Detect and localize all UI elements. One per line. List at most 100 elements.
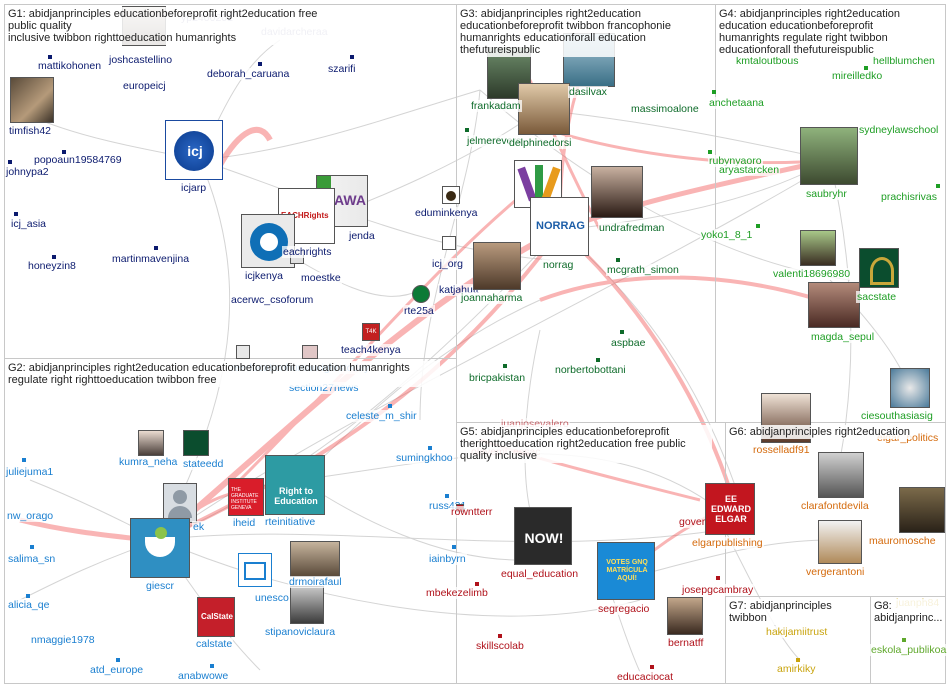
node-equal-education[interactable]: equal_education (500, 568, 580, 580)
node-segregacio[interactable]: segregacio (597, 603, 651, 615)
node-anchetaana[interactable]: anchetaana (708, 97, 765, 109)
avatar-unesco[interactable] (238, 553, 272, 587)
node-iheid[interactable]: iheid (232, 517, 257, 529)
avatar-kumra-neha[interactable] (138, 430, 164, 456)
avatar-bernatff[interactable] (667, 597, 703, 635)
avatar-valenti[interactable] (800, 230, 836, 266)
avatar-icjarp[interactable]: icj (165, 120, 223, 180)
node-elgarpublishing[interactable]: elgarpublishing (691, 537, 764, 549)
node-icjkenya[interactable]: icjkenya (244, 270, 284, 282)
node-salima-sn[interactable]: salima_sn (7, 553, 57, 565)
avatar-magda-sepul[interactable] (808, 282, 860, 328)
node-eduminkenya[interactable]: eduminkenya (414, 207, 479, 219)
node-rteinitiative[interactable]: rteinitiative (264, 516, 317, 528)
node-icj-asia[interactable]: icj_asia (10, 218, 48, 230)
avatar-stateedd[interactable] (183, 430, 209, 456)
node-mireilledko[interactable]: mireilledko (831, 70, 884, 82)
avatar-delphinedorsi[interactable] (518, 83, 570, 135)
avatar-rteinitiative[interactable]: Right to Education (265, 455, 325, 515)
node-mattikohonen[interactable]: mattikohonen (37, 60, 103, 72)
node-teach4kenya[interactable]: teach4kenya (340, 344, 402, 356)
node-alicia-qe[interactable]: alicia_qe (7, 599, 51, 611)
node-joannaharma[interactable]: joannaharma (460, 292, 524, 304)
node-bricpakistan[interactable]: bricpakistan (468, 372, 527, 384)
node-stipanoviclaura[interactable]: stipanoviclaura (264, 626, 337, 638)
node-jenda[interactable]: jenda (348, 230, 376, 242)
node-popoaun19584769[interactable]: popoaun19584769 (33, 154, 123, 166)
node-massimoalone[interactable]: massimoalone (630, 103, 700, 115)
node-celeste-m-shir[interactable]: celeste_m_shir (345, 410, 418, 422)
node-atd-europe[interactable]: atd_europe (89, 664, 145, 676)
node-johnypa2[interactable]: johnypa2 (5, 166, 50, 178)
node-magda-sepul[interactable]: magda_sepul (810, 331, 876, 343)
node-eskola-publikoa[interactable]: eskola_publikoa (870, 644, 948, 656)
node-valenti18696980[interactable]: valenti18696980 (772, 268, 852, 280)
node-nmaggie1978[interactable]: nmaggie1978 (30, 634, 96, 646)
avatar-timfish42[interactable] (10, 77, 54, 123)
node-rowntterr[interactable]: rowntterr (450, 506, 494, 518)
avatar-section27news[interactable] (302, 345, 318, 359)
node-undrafredman[interactable]: undrafredman (598, 222, 666, 234)
node-unesco[interactable]: unesco (254, 592, 290, 604)
node-moestke[interactable]: moestke (300, 272, 342, 284)
node-vergerantoni[interactable]: vergerantoni (805, 566, 866, 578)
node-icjarp[interactable]: icjarp (180, 182, 208, 194)
node-bernatff[interactable]: bernatff (667, 637, 705, 649)
node-iainbyrn[interactable]: iainbyrn (428, 553, 467, 565)
node-giescr[interactable]: giescr (145, 580, 176, 592)
node-eachrights[interactable]: eachrights (282, 246, 333, 258)
node-saubryhr[interactable]: saubryhr (805, 188, 848, 200)
avatar-vergerantoni[interactable] (818, 520, 862, 564)
node-icj-org[interactable]: icj_org (431, 258, 464, 270)
node-stateedd[interactable]: stateedd (182, 458, 225, 470)
node-joshcastellino[interactable]: joshcastellino (108, 54, 174, 66)
node-josepgcambray[interactable]: josepgcambray (681, 584, 755, 596)
node-sydneylawschool[interactable]: sydneylawschool (858, 124, 940, 136)
node-honeyzin8[interactable]: honeyzin8 (27, 260, 77, 272)
node-juliejuma1[interactable]: juliejuma1 (5, 466, 55, 478)
node-prachisrivas[interactable]: prachisrivas (880, 191, 939, 203)
avatar-undrafredman[interactable] (591, 166, 643, 218)
avatar-mauromosche[interactable] (899, 487, 945, 533)
avatar-segregacio[interactable]: VOTES GNQ MATRÍCULA AQUÍ! (597, 542, 655, 600)
node-anabwowe[interactable]: anabwowe (177, 670, 230, 682)
node-norrag[interactable]: norrag (542, 259, 575, 271)
avatar-teach4kenya[interactable]: T4K (362, 323, 380, 341)
avatar-joannaharma[interactable] (473, 242, 521, 290)
avatar-equal-education[interactable]: NOW! (514, 507, 572, 565)
avatar-icjkenya[interactable] (241, 214, 295, 268)
node-dasilvax[interactable]: dasilvax (568, 86, 608, 98)
avatar-elgarpublishing[interactable]: EE EDWARD ELGAR (705, 483, 755, 535)
node-kumra-neha[interactable]: kumra_neha (118, 456, 179, 468)
node-mauromosche[interactable]: mauromosche (868, 535, 937, 547)
node-acerwc-csoforum[interactable]: acerwc_csoforum (230, 294, 315, 306)
avatar-giescr[interactable] (130, 518, 190, 578)
avatar-icj-org[interactable] (442, 236, 456, 250)
avatar-sacstate[interactable] (859, 248, 899, 288)
node-martinmavenjina[interactable]: martinmavenjina (111, 253, 191, 265)
node-aryastarcken[interactable]: aryastarcken (718, 164, 781, 176)
avatar-iheid[interactable]: THE GRADUATE INSTITUTE GENEVA (228, 478, 264, 516)
avatar-saubryhr[interactable] (800, 127, 858, 185)
avatar-ek[interactable] (163, 483, 197, 523)
avatar-eduminkenya[interactable] (442, 186, 460, 204)
node-aspbae[interactable]: aspbae (610, 337, 647, 349)
node-sacstate[interactable]: sacstate (856, 291, 898, 303)
node-calstate[interactable]: calstate (195, 638, 234, 650)
node-hakijamiitrust[interactable]: hakijamiitrust (765, 626, 829, 638)
node-govern[interactable]: govern (678, 516, 713, 528)
avatar-calstate[interactable]: CalState (197, 597, 235, 637)
node-mbekezelimb[interactable]: mbekezelimb (425, 587, 489, 599)
node-mcgrath-simon[interactable]: mcgrath_simon (606, 264, 680, 276)
node-skillscolab[interactable]: skillscolab (475, 640, 525, 652)
node-yoko1-8-1[interactable]: yoko1_8_1 (700, 229, 754, 241)
node-rte25a[interactable]: rte25a (403, 305, 435, 317)
avatar-drmoirafaul[interactable] (290, 541, 340, 577)
node-rosselladf91[interactable]: rosselladf91 (752, 444, 811, 456)
avatar-clarafontdevila[interactable] (818, 452, 864, 498)
node-amirkiky[interactable]: amirkiky (776, 663, 817, 675)
node-clarafontdevila[interactable]: clarafontdevila (800, 500, 870, 512)
avatar-norrag[interactable]: NORRAG (530, 197, 589, 256)
avatar-stipanoviclaura[interactable] (290, 586, 324, 624)
node-drmoirafaul[interactable]: drmoirafaul (288, 576, 343, 588)
